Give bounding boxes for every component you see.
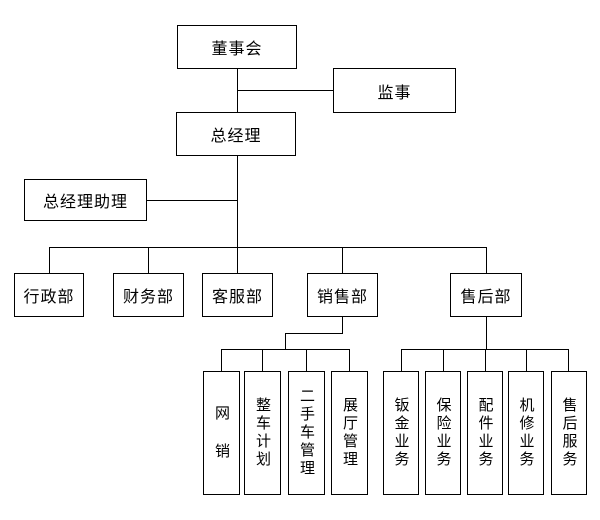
node-board-of-directors: 董事会	[177, 25, 297, 69]
node-mechanical-repair: 机修业务	[508, 371, 544, 495]
sales-step-down-line-2	[285, 333, 286, 349]
node-label: 售后部	[460, 289, 512, 306]
node-label: 客服部	[211, 289, 263, 306]
node-label: 监事	[377, 84, 412, 102]
drop-to-online-sales	[221, 349, 222, 371]
node-vehicle-planning: 整车计划	[244, 371, 281, 495]
node-insurance: 保险业务	[425, 371, 461, 495]
node-admin-dept: 行政部	[14, 273, 84, 317]
drop-to-vehicle-planning	[262, 349, 263, 371]
drop-to-used-car-management	[306, 349, 307, 371]
node-label: 财务部	[122, 289, 174, 306]
node-after-sales-dept: 售后部	[450, 273, 522, 317]
node-label: 总经理	[210, 128, 262, 145]
node-label: 整车计划	[254, 397, 271, 469]
connector-gm-to-bus	[237, 156, 238, 273]
sales-children-bus-line	[221, 349, 350, 350]
node-label: 保险业务	[434, 397, 452, 469]
drop-to-admin-dept	[49, 247, 50, 273]
after-sales-down-line	[486, 317, 487, 349]
drop-to-showroom-management	[349, 349, 350, 371]
node-sheet-metal: 钣金业务	[383, 371, 419, 495]
node-label: 行政部	[23, 289, 75, 306]
node-supervisor: 监事	[333, 68, 456, 113]
node-gm-assistant: 总经理助理	[24, 179, 147, 221]
node-general-manager: 总经理	[176, 112, 296, 156]
connector-to-gm-assistant	[147, 200, 237, 201]
node-label: 配件业务	[476, 397, 494, 469]
node-label: 总经理助理	[42, 194, 128, 211]
node-label: 网 销	[213, 405, 230, 461]
department-bus-line	[49, 247, 487, 248]
drop-to-after-sales-dept	[486, 247, 487, 273]
node-label: 钣金业务	[392, 397, 410, 469]
connector-to-supervisor	[237, 90, 334, 91]
node-finance-dept: 财务部	[113, 273, 184, 317]
drop-to-finance-dept	[148, 247, 149, 273]
drop-to-parts	[485, 349, 486, 371]
drop-to-sheet-metal	[401, 349, 402, 371]
node-online-sales: 网 销	[203, 371, 240, 495]
node-parts: 配件业务	[467, 371, 503, 495]
drop-to-sales-dept	[342, 247, 343, 273]
node-customer-service-dept: 客服部	[202, 273, 273, 317]
drop-to-mechanical-repair	[526, 349, 527, 371]
node-used-car-management: 二手车管理	[288, 371, 325, 495]
node-label: 二手车管理	[298, 388, 315, 478]
node-after-sales-service: 售后服务	[551, 371, 587, 495]
node-sales-dept: 销售部	[307, 273, 378, 317]
drop-to-after-sales-service	[568, 349, 569, 371]
node-label: 董事会	[211, 41, 263, 58]
sales-step-across-line	[285, 333, 343, 334]
node-label: 机修业务	[517, 397, 535, 469]
sales-step-down-line	[342, 317, 343, 333]
node-label: 销售部	[316, 289, 368, 306]
drop-to-insurance	[443, 349, 444, 371]
node-showroom-management: 展厅管理	[331, 371, 368, 495]
node-label: 展厅管理	[341, 397, 358, 469]
node-label: 售后服务	[560, 397, 578, 469]
